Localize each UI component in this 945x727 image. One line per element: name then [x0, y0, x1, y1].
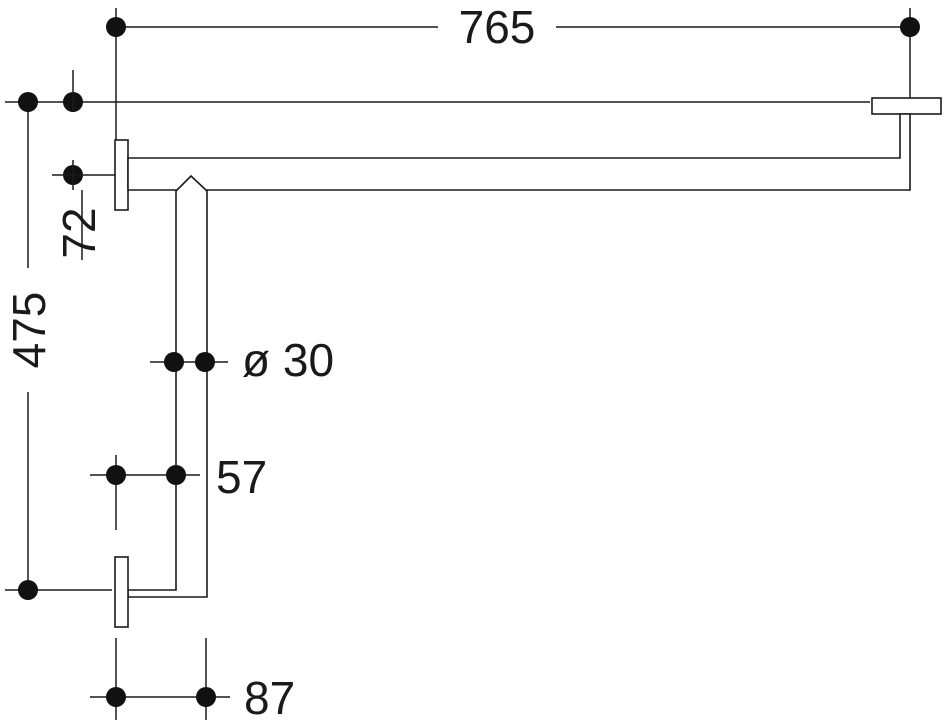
dimension-dot [18, 580, 38, 600]
dimension-diameter: ø 30 [150, 334, 334, 386]
vertical-tube [127, 174, 208, 598]
diameter-label: ø 30 [242, 334, 334, 386]
dimension-offset: 72 [52, 70, 142, 260]
dimension-dot [18, 92, 38, 112]
wall-plate-top [114, 139, 129, 211]
grab-rail [114, 97, 942, 628]
dimension-dot [196, 687, 216, 707]
dimension-dot [195, 352, 215, 372]
dimension-height: 475 [3, 92, 870, 600]
offset-label: 72 [53, 207, 105, 258]
dimension-dot [166, 465, 186, 485]
dimension-dot [900, 17, 920, 37]
plate-offset-label: 87 [244, 672, 295, 724]
dimension-plate-offset: 87 [90, 638, 295, 724]
width-label: 765 [459, 1, 536, 53]
dimension-dot [164, 352, 184, 372]
dimension-dot [106, 465, 126, 485]
dimension-center-to-wall: 57 [90, 451, 267, 530]
height-label: 475 [3, 292, 55, 369]
horizontal-tube [127, 113, 911, 191]
dimension-dot [106, 687, 126, 707]
dimension-dot [106, 17, 126, 37]
wall-plate-right [871, 97, 942, 115]
dimension-width: 765 [106, 1, 920, 160]
center-to-wall-label: 57 [216, 451, 267, 503]
wall-plate-bottom [114, 556, 129, 628]
